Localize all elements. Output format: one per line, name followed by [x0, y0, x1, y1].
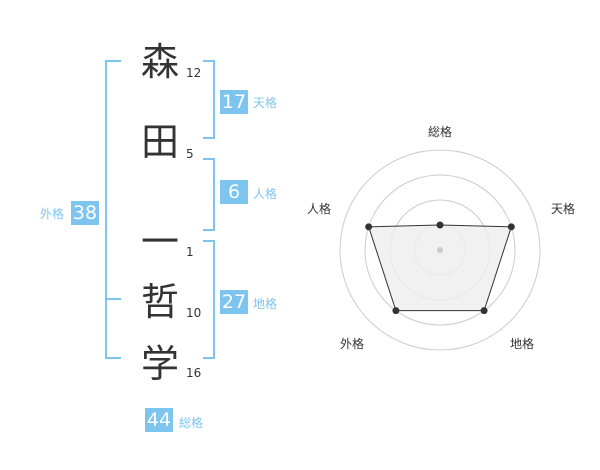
stroke-count-4: 10: [186, 306, 202, 320]
tenkaku-label: 天格: [253, 96, 278, 110]
gaikaku-bracket-divider: [105, 298, 121, 300]
radar-point-2: [480, 307, 488, 315]
soukaku-label: 総格: [179, 416, 204, 430]
radar-label-soukaku: 総格: [428, 125, 453, 139]
name-char-2: 田: [140, 120, 179, 164]
radar-area: [367, 224, 513, 312]
radar-label-gaikaku: 外格: [340, 337, 365, 351]
jinkaku-value: 6: [220, 180, 248, 204]
radar-point-4: [365, 223, 373, 231]
radar-label-jinkaku: 人格: [307, 202, 332, 216]
soukaku-value: 44: [145, 408, 173, 432]
radar-point-1: [507, 223, 515, 231]
radar-label-chikaku: 地格: [510, 337, 535, 351]
jinkaku-bracket: [203, 158, 215, 231]
radar-center-dot: [437, 247, 443, 253]
chikaku-bracket: [203, 240, 215, 359]
tenkaku-bracket: [203, 60, 215, 139]
stroke-count-5: 16: [186, 366, 202, 380]
name-char-4: 哲: [140, 280, 179, 324]
stroke-count-3: 1: [186, 245, 194, 259]
gaikaku-label: 外格: [40, 207, 65, 221]
name-char-1: 森: [140, 40, 179, 84]
radar-label-tenkaku: 天格: [551, 202, 576, 216]
radar-grid-ring-3: [364, 174, 516, 326]
name-char-5: 学: [140, 342, 179, 386]
radar-grid-ring-4: [339, 149, 541, 351]
chikaku-value: 27: [220, 290, 248, 314]
jinkaku-label: 人格: [253, 187, 278, 201]
name-char-3: 一: [140, 220, 179, 264]
gaikaku-bracket: [105, 60, 121, 359]
gaikaku-value: 38: [71, 201, 99, 225]
stroke-count-2: 5: [186, 147, 194, 161]
chikaku-label: 地格: [253, 297, 278, 311]
radar-point-0: [436, 221, 444, 229]
radar-point-3: [392, 307, 400, 315]
tenkaku-value: 17: [220, 90, 248, 114]
stroke-count-1: 12: [186, 66, 202, 80]
